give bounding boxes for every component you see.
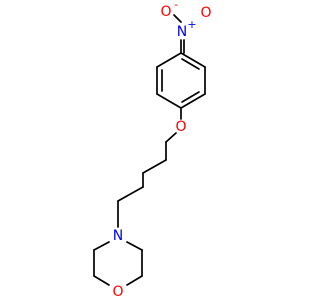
morph-bond-4	[126, 275, 143, 286]
ring-double-2	[181, 91, 200, 103]
ring-bond-4	[180, 93, 206, 109]
charge-label: -	[174, 0, 178, 11]
atom-label: O	[160, 4, 171, 20]
atom-nitro-o-minus: O -	[160, 0, 178, 20]
ring-bond-1	[156, 52, 182, 68]
atom-label: O	[175, 119, 186, 135]
atom-nitro-n-plus: N +	[177, 18, 197, 40]
bond-n-o1	[173, 14, 182, 23]
atom-morpholine-o: O	[112, 284, 123, 300]
atom-label: N	[177, 24, 187, 40]
atom-morpholine-n: N	[113, 228, 123, 244]
ring-bond-3	[156, 93, 182, 109]
morph-bond-6	[126, 241, 143, 251]
atom-label: N	[113, 228, 123, 244]
structure-canvas: O - N + O O N O	[93, 0, 212, 300]
bond-ether-o-chain	[165, 132, 177, 143]
ring-double-3	[181, 58, 200, 70]
chain-bond-4	[117, 186, 144, 202]
atom-nitro-o: O	[200, 5, 211, 21]
morph-bond-3	[93, 275, 110, 286]
chain-bond-2	[142, 159, 167, 174]
ring-bond-6	[180, 52, 206, 68]
molecule-drawing: O - N + O O N O	[93, 0, 212, 300]
atom-label: O	[200, 5, 211, 21]
atom-label: O	[112, 284, 123, 300]
morph-bond-1	[93, 241, 110, 251]
atom-ether-o: O	[175, 119, 186, 135]
charge-label: +	[187, 18, 196, 31]
